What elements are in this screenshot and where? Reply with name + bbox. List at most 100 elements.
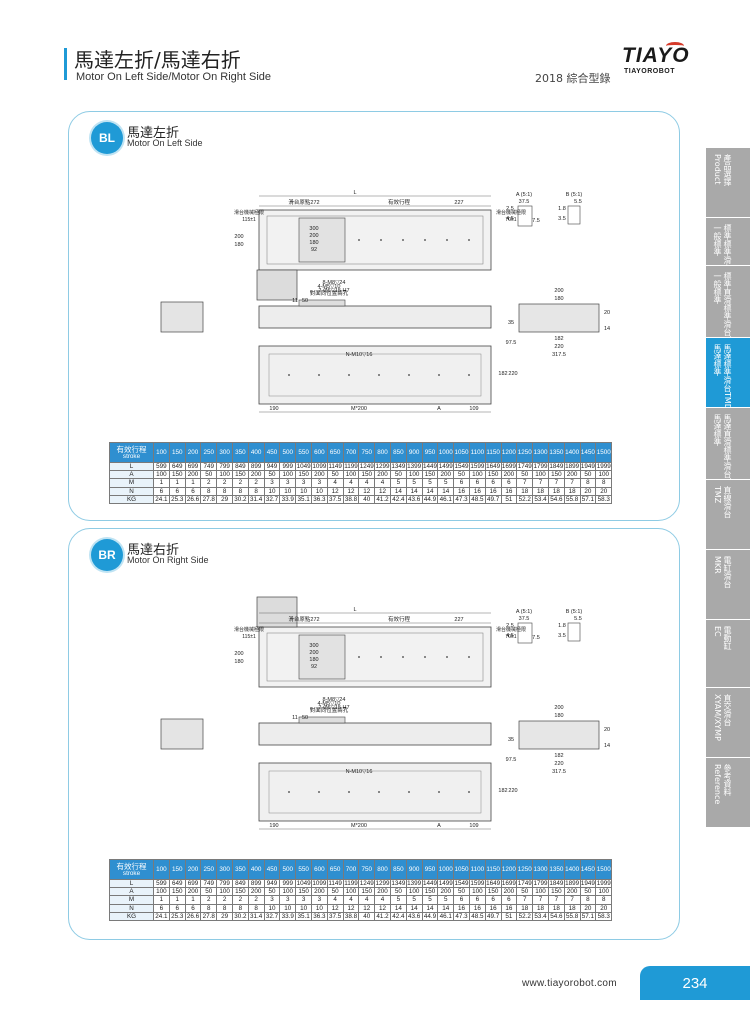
end-section-view xyxy=(518,303,600,333)
side-tab-5[interactable]: 直線滑台 TMZ xyxy=(706,480,750,550)
value-cell: 1049 xyxy=(295,878,312,889)
value-cell: 6 xyxy=(184,903,202,913)
dimension-label: 97.5 xyxy=(506,340,517,346)
value-cell: 6 xyxy=(168,486,186,496)
stroke-cell: 1450 xyxy=(579,859,597,880)
value-cell: 2 xyxy=(231,478,249,488)
section-badge: BL xyxy=(91,122,123,154)
stroke-cell: 100 xyxy=(153,859,170,880)
value-cell: 20 xyxy=(579,903,597,913)
value-cell: 100 xyxy=(595,887,613,897)
mount-hole xyxy=(438,374,440,376)
value-cell: 37.5 xyxy=(326,911,344,921)
value-cell: 25.3 xyxy=(168,911,186,921)
mount-hole xyxy=(318,791,320,793)
value-cell: 100 xyxy=(595,470,613,480)
mount-hole xyxy=(408,374,410,376)
dimension-label: 92 xyxy=(311,664,317,670)
dimension-label: 109 xyxy=(469,823,478,829)
mount-hole xyxy=(424,239,426,241)
dimension-label: 180 xyxy=(309,657,318,663)
value-cell: 999 xyxy=(279,878,297,889)
stroke-cell: 900 xyxy=(405,442,423,463)
dimension-label: 滑台機械極限 xyxy=(234,626,264,633)
side-tab-1[interactable]: 標準標準滑台TMH 一般標準 xyxy=(706,218,750,266)
stroke-cell: 200 xyxy=(184,859,202,880)
value-cell: 58.3 xyxy=(595,911,613,921)
stroke-cell: 1300 xyxy=(532,859,549,880)
dimension-label: 317.5 xyxy=(552,352,566,358)
brand-logo: TIAYO TIAYOROBOT xyxy=(622,42,700,80)
stroke-cell: 500 xyxy=(279,442,297,463)
footer-url[interactable]: www.tiayorobot.com xyxy=(522,978,617,989)
stroke-cell: 300 xyxy=(216,442,233,463)
row-label-cell: N xyxy=(109,903,154,913)
value-cell: 52.2 xyxy=(516,494,534,504)
value-cell: 1999 xyxy=(595,461,613,472)
value-cell: 799 xyxy=(216,461,233,472)
value-cell: 16 xyxy=(500,486,518,496)
mount-hole xyxy=(402,656,404,658)
value-cell: 8 xyxy=(200,903,218,913)
side-tab-8[interactable]: 直交滑台 XYAM/XYMP xyxy=(706,688,750,758)
value-cell: 12 xyxy=(342,903,360,913)
value-cell: 849 xyxy=(231,461,249,472)
value-cell: 150 xyxy=(358,470,376,480)
value-cell: 799 xyxy=(216,878,233,889)
value-cell: 10 xyxy=(263,486,281,496)
side-tab-2[interactable]: 標準直滑標準滑台TMP 一般標準 xyxy=(706,266,750,338)
dimension-label: 200 xyxy=(309,233,318,239)
mount-hole xyxy=(468,239,470,241)
dimension-label: 7.5 xyxy=(532,218,540,224)
dimension-label: 11 xyxy=(292,715,298,721)
row-label-cell: M xyxy=(109,895,154,905)
side-tab-6[interactable]: 電缸滑台 MKR xyxy=(706,550,750,620)
side-tab-9[interactable]: 參考資料 Reference xyxy=(706,758,750,828)
section-subtitle: Motor On Left Side xyxy=(127,138,203,148)
value-cell: 1799 xyxy=(532,461,549,472)
value-cell: 3 xyxy=(279,895,297,905)
row-label-cell: N xyxy=(109,486,154,496)
value-cell: 18 xyxy=(547,903,565,913)
side-tab-3[interactable]: 馬達標準滑台TMD 馬達標準 xyxy=(706,338,750,408)
slide-rail xyxy=(266,632,484,682)
dimension-label: 200 xyxy=(554,288,563,294)
side-tab-4[interactable]: 馬達直滑標準滑台TMF 馬達標準 xyxy=(706,408,750,480)
value-cell: 649 xyxy=(168,878,186,889)
dimension-label: 50 xyxy=(302,298,308,304)
value-cell: 35.1 xyxy=(295,494,312,504)
value-cell: 49.7 xyxy=(484,494,502,504)
dimension-label: 220 xyxy=(554,344,563,350)
dimension-label: 50 xyxy=(302,715,308,721)
value-cell: 100 xyxy=(216,470,233,480)
side-tab-label: 標準直滑標準滑台TMP 一般標準 xyxy=(713,272,732,338)
stroke-cell: 350 xyxy=(231,442,249,463)
dimension-label: 滑台原點272 xyxy=(288,198,319,206)
side-tab-0[interactable]: 產品選擇 Product xyxy=(706,148,750,218)
value-cell: 100 xyxy=(468,470,486,480)
value-cell: 1249 xyxy=(358,878,376,889)
end-section-view xyxy=(518,720,600,750)
value-cell: 699 xyxy=(184,461,202,472)
side-tab-7[interactable]: 電動缸 EC xyxy=(706,620,750,688)
dimension-label: 182 xyxy=(554,753,563,759)
value-cell: 8 xyxy=(579,895,597,905)
value-cell: 2 xyxy=(216,895,233,905)
value-cell: 53.4 xyxy=(532,911,549,921)
stroke-cell: 950 xyxy=(421,859,439,880)
value-cell: 7 xyxy=(547,895,565,905)
section-badge: BR xyxy=(91,539,123,571)
value-cell: 899 xyxy=(247,878,265,889)
carriage xyxy=(298,634,346,680)
value-cell: 200 xyxy=(310,470,328,480)
value-cell: 200 xyxy=(437,887,455,897)
value-cell: 54.6 xyxy=(547,911,565,921)
dimension-label: M*200 xyxy=(351,406,367,412)
value-cell: 5 xyxy=(421,478,439,488)
value-cell: 1949 xyxy=(579,461,597,472)
stroke-cell: 350 xyxy=(231,859,249,880)
